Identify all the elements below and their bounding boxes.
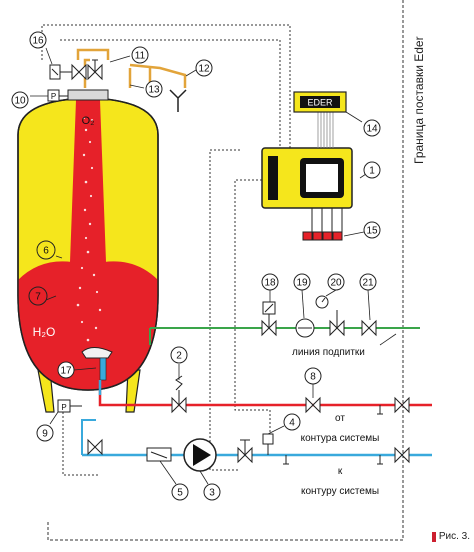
caption-marker — [431, 531, 436, 542]
svg-text:17: 17 — [60, 366, 72, 377]
to-system-label-bottom: контуру системы — [301, 486, 379, 497]
check-valve-left — [87, 438, 103, 456]
callout-8: 8 — [304, 367, 322, 385]
svg-text:18: 18 — [264, 278, 276, 289]
svg-text:3: 3 — [209, 488, 215, 499]
makeup-line-label: линия подпитки — [292, 347, 365, 358]
svg-text:P: P — [51, 92, 56, 101]
pressure-sensor-10: P — [47, 89, 68, 102]
circulation-pump-3 — [183, 438, 217, 472]
to-system-label-top: к — [338, 466, 343, 477]
svg-text:20: 20 — [330, 278, 342, 289]
delivery-boundary-line — [47, 0, 404, 541]
relay-outputs-15 — [302, 208, 343, 241]
svg-text:P: P — [61, 403, 66, 412]
svg-text:9: 9 — [42, 429, 48, 440]
svg-text:8: 8 — [310, 372, 316, 383]
svg-text:1: 1 — [369, 166, 375, 177]
callout-7: 7 — [28, 286, 48, 306]
eder-display-14 — [293, 91, 347, 113]
from-system-label-top: от — [335, 413, 345, 424]
expansion-tank — [17, 89, 159, 391]
strainer-5 — [146, 447, 172, 462]
callout-21: 21 — [359, 273, 377, 291]
callout-6: 6 — [36, 240, 56, 260]
svg-text:15: 15 — [366, 226, 378, 237]
pressure-sensor-9: P — [57, 399, 82, 413]
svg-text:13: 13 — [148, 85, 160, 96]
oxygen-label: O₂ — [82, 115, 95, 127]
callout-14: 14 — [363, 119, 381, 137]
callout-5: 5 — [171, 483, 189, 501]
shutoff-valve-blue-right — [283, 446, 410, 465]
svg-text:14: 14 — [366, 124, 378, 135]
svg-text:6: 6 — [43, 246, 49, 257]
callout-15: 15 — [363, 221, 381, 239]
callout-20: 20 — [327, 273, 345, 291]
svg-text:5: 5 — [177, 488, 183, 499]
svg-text:12: 12 — [198, 64, 210, 75]
shutoff-valve-8 — [305, 396, 321, 414]
callout-19: 19 — [293, 273, 311, 291]
callout-16: 16 — [29, 31, 47, 49]
motorized-valve-4 — [237, 433, 274, 464]
callout-1: 1 — [363, 161, 381, 179]
svg-text:7: 7 — [35, 292, 41, 303]
callout-9: 9 — [36, 424, 54, 442]
callout-3: 3 — [203, 483, 221, 501]
svg-text:16: 16 — [32, 36, 44, 47]
callout-10: 10 — [11, 91, 29, 109]
shutoff-valve-red-right — [377, 396, 410, 415]
callout-12: 12 — [195, 59, 213, 77]
callout-13: 13 — [145, 80, 163, 98]
controller-1 — [261, 147, 353, 209]
callout-17: 17 — [57, 361, 75, 379]
callout-18: 18 — [261, 273, 279, 291]
safety-valve-2 — [171, 375, 187, 414]
svg-text:10: 10 — [14, 96, 26, 107]
callout-leaders — [30, 47, 397, 485]
overflow-pipes — [76, 48, 187, 88]
controller-brand-label: EDER — [307, 98, 333, 108]
callout-11: 11 — [131, 46, 149, 64]
makeup-line-components — [261, 295, 377, 338]
system-pipes — [81, 327, 432, 457]
svg-text:21: 21 — [362, 278, 374, 289]
svg-text:19: 19 — [296, 278, 308, 289]
svg-text:11: 11 — [135, 51, 146, 62]
vent-valve-group — [49, 59, 103, 81]
delivery-boundary-label: Граница поставки Eder — [412, 36, 426, 164]
callout-4: 4 — [283, 413, 301, 431]
figure-caption: Рис. 3. — [431, 531, 470, 542]
vent-outlet-12 — [169, 89, 187, 112]
callout-2: 2 — [170, 346, 188, 364]
callout-circles: 1 2 3 4 5 6 7 8 9 10 11 12 13 14 15 16 1… — [11, 31, 381, 501]
water-label: H₂O — [33, 325, 56, 339]
svg-text:4: 4 — [289, 418, 295, 429]
display-cable — [317, 112, 334, 148]
svg-text:2: 2 — [176, 351, 182, 362]
figure-caption-text: Рис. 3. — [438, 531, 470, 542]
from-system-label-bottom: контура системы — [301, 433, 380, 444]
